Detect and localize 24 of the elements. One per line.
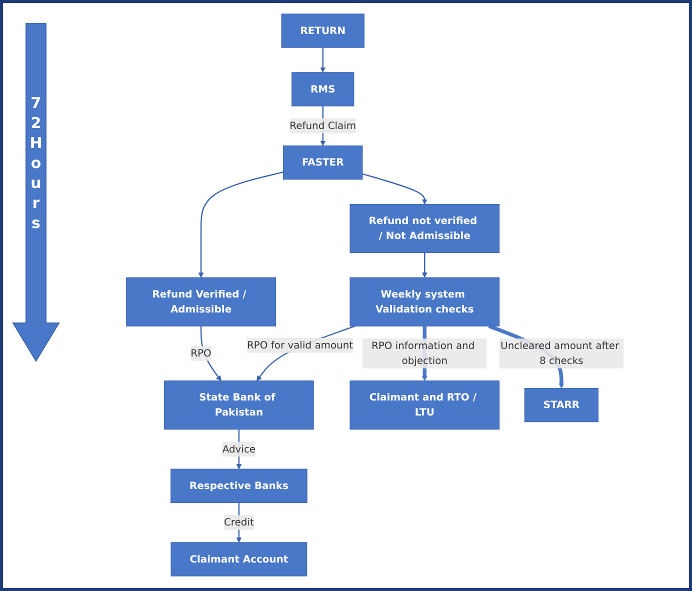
arrow <box>320 48 326 73</box>
edge-label: RPO information and objection <box>371 340 475 366</box>
arrow <box>362 173 428 204</box>
node-box: Refund not verified / Not Admissible <box>350 204 500 254</box>
arrow <box>198 171 284 278</box>
edge-label: Uncleared amount after 8 checks <box>500 340 620 366</box>
node-box: STARR <box>524 388 598 422</box>
node-box: Refund Verified / Admissible <box>126 277 276 326</box>
edge-label: Advice <box>222 442 256 455</box>
node-box: Claimant Account <box>170 542 308 576</box>
arrow <box>200 326 222 382</box>
edge-label: RPO for valid amount <box>246 339 354 351</box>
node-box: RETURN <box>281 14 364 48</box>
edge-label: Refund Claim <box>290 120 356 132</box>
node-box: RMS <box>292 72 354 106</box>
node-box: Claimant and RTO / LTU <box>350 380 500 430</box>
arrow-label: 72 Hours <box>28 93 44 233</box>
node-box: Weekly system Validation checks <box>350 277 500 326</box>
arrow <box>422 252 428 278</box>
node-box: FASTER <box>283 145 363 180</box>
node-box: Respective Banks <box>170 468 308 503</box>
node-box: State Bank of Pakistan <box>164 380 314 430</box>
edge-label: Credit <box>224 516 254 528</box>
edge-label: RPO <box>190 347 212 360</box>
